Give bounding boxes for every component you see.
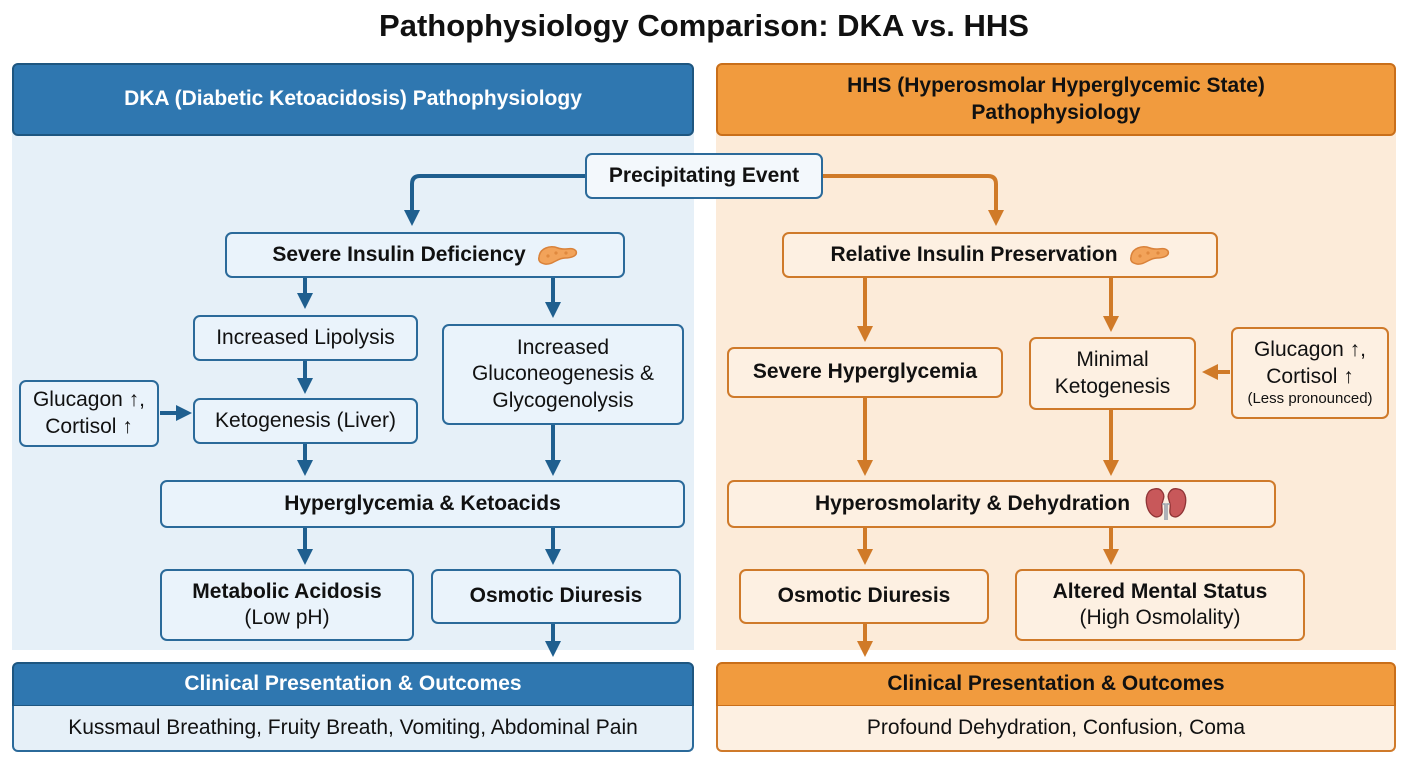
hhs-hyperosm-label: Hyperosmolarity & Dehydration xyxy=(814,491,1131,515)
dka-metabolic-acidosis-box: Metabolic Acidosis (Low pH) xyxy=(160,569,414,641)
hhs-hyperosmolarity-box: Hyperosmolarity & Dehydration xyxy=(727,480,1276,528)
dka-header: DKA (Diabetic Ketoacidosis) Pathophysiol… xyxy=(12,63,694,136)
dka-lipolysis-box: Increased Lipolysis xyxy=(193,315,418,361)
pancreas-icon xyxy=(1128,242,1170,268)
page-title: Pathophysiology Comparison: DKA vs. HHS xyxy=(379,8,1029,43)
hhs-hormones-box: Glucagon ↑, Cortisol ↑ (Less pronounced) xyxy=(1231,327,1389,419)
hhs-outcome-header: Clinical Presentation & Outcomes xyxy=(716,662,1396,707)
hhs-hormones-label: Glucagon ↑, Cortisol ↑ xyxy=(1253,338,1367,388)
dka-hormones-box: Glucagon ↑, Cortisol ↑ xyxy=(19,380,159,447)
precipitating-event-box: Precipitating Event xyxy=(585,153,823,199)
pancreas-icon xyxy=(536,242,578,268)
hhs-severe-hyperglycemia-box: Severe Hyperglycemia xyxy=(727,347,1003,398)
hhs-insulin-label: Relative Insulin Preservation xyxy=(830,242,1118,266)
dka-hyper-keto-label: Hyperglycemia & Ketoacids xyxy=(284,491,561,515)
hhs-osmotic-diuresis-box: Osmotic Diuresis xyxy=(739,569,989,624)
hhs-mental-title: Altered Mental Status xyxy=(1052,579,1268,603)
hhs-insulin-preservation-box: Relative Insulin Preservation xyxy=(782,232,1218,278)
dka-gluconeo-label: Increased Gluconeogenesis & Glycogenolys… xyxy=(471,336,655,412)
dka-acidosis-title: Metabolic Acidosis xyxy=(192,579,382,603)
dka-osmotic-diuresis-box: Osmotic Diuresis xyxy=(431,569,681,624)
hhs-mental-sub: (High Osmolality) xyxy=(1079,606,1241,629)
hhs-header: HHS (Hyperosmolar Hyperglycemic State) P… xyxy=(716,63,1396,136)
dka-insulin-label: Severe Insulin Deficiency xyxy=(272,242,526,266)
dka-outcome-text: Kussmaul Breathing, Fruity Breath, Vomit… xyxy=(12,706,694,752)
hhs-altered-mental-status-box: Altered Mental Status (High Osmolality) xyxy=(1015,569,1305,641)
precipitating-event-label: Precipitating Event xyxy=(608,163,800,187)
dka-ketogenesis-label: Ketogenesis (Liver) xyxy=(215,408,396,432)
dka-insulin-deficiency-box: Severe Insulin Deficiency xyxy=(225,232,625,278)
dka-acidosis-sub: (Low pH) xyxy=(244,606,330,629)
dka-outcome-header: Clinical Presentation & Outcomes xyxy=(12,662,694,707)
hhs-outcome-text: Profound Dehydration, Confusion, Coma xyxy=(716,706,1396,752)
hhs-hormones-note: (Less pronounced) xyxy=(1247,389,1373,407)
dka-hyperglycemia-ketoacids-box: Hyperglycemia & Ketoacids xyxy=(160,480,685,528)
dka-ketogenesis-box: Ketogenesis (Liver) xyxy=(193,398,418,444)
dka-hormones-label: Glucagon ↑, Cortisol ↑ xyxy=(32,388,146,438)
hhs-hyperglycemia-label: Severe Hyperglycemia xyxy=(752,360,978,384)
hhs-minimal-ketogenesis-box: Minimal Ketogenesis xyxy=(1029,337,1196,410)
dka-diuresis-label: Osmotic Diuresis xyxy=(469,584,643,608)
arrow-event-to-dka xyxy=(404,174,585,226)
dka-gluconeo-box: Increased Gluconeogenesis & Glycogenolys… xyxy=(442,324,684,425)
kidneys-icon xyxy=(1144,486,1188,522)
dka-lipolysis-label: Increased Lipolysis xyxy=(216,325,395,349)
arrow-event-to-hhs xyxy=(823,174,1004,226)
hhs-ketogenesis-label: Minimal Ketogenesis xyxy=(1054,348,1171,398)
hhs-diuresis-label: Osmotic Diuresis xyxy=(777,584,951,608)
